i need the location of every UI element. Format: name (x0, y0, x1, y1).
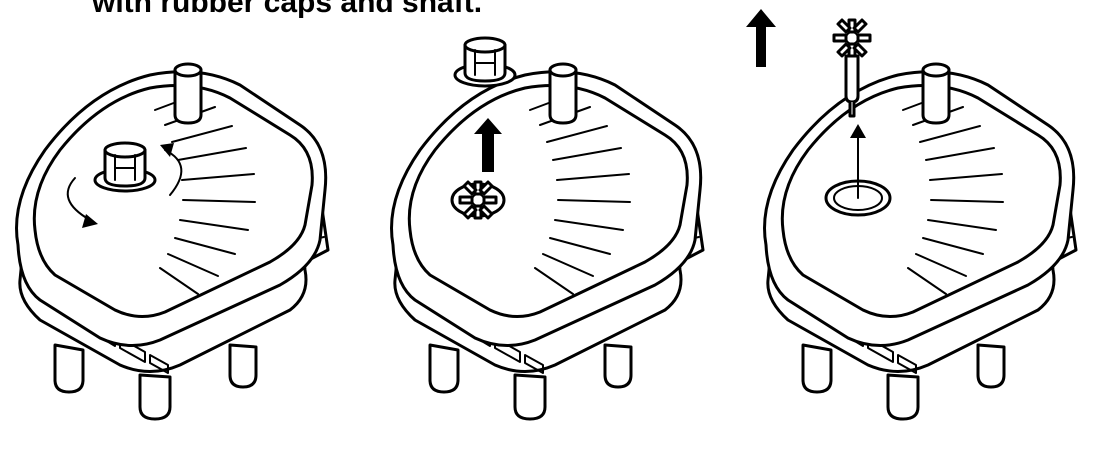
lift-arrow-icon (474, 118, 502, 172)
rotate-arrow-left-icon (66, 177, 91, 221)
lift-arrow-icon (850, 124, 866, 138)
step-3-impeller-lifted (832, 18, 872, 118)
step-1-cover (93, 141, 157, 193)
instruction-heading: with rubber caps and shaft. (92, 0, 483, 19)
step-3-pump (746, 9, 1078, 421)
up-arrow-icon (746, 9, 776, 67)
step-2-impeller (450, 180, 506, 220)
step-2-pump (390, 36, 705, 421)
step-1-pump (15, 62, 330, 421)
step-2-cover-lifted (453, 36, 517, 88)
